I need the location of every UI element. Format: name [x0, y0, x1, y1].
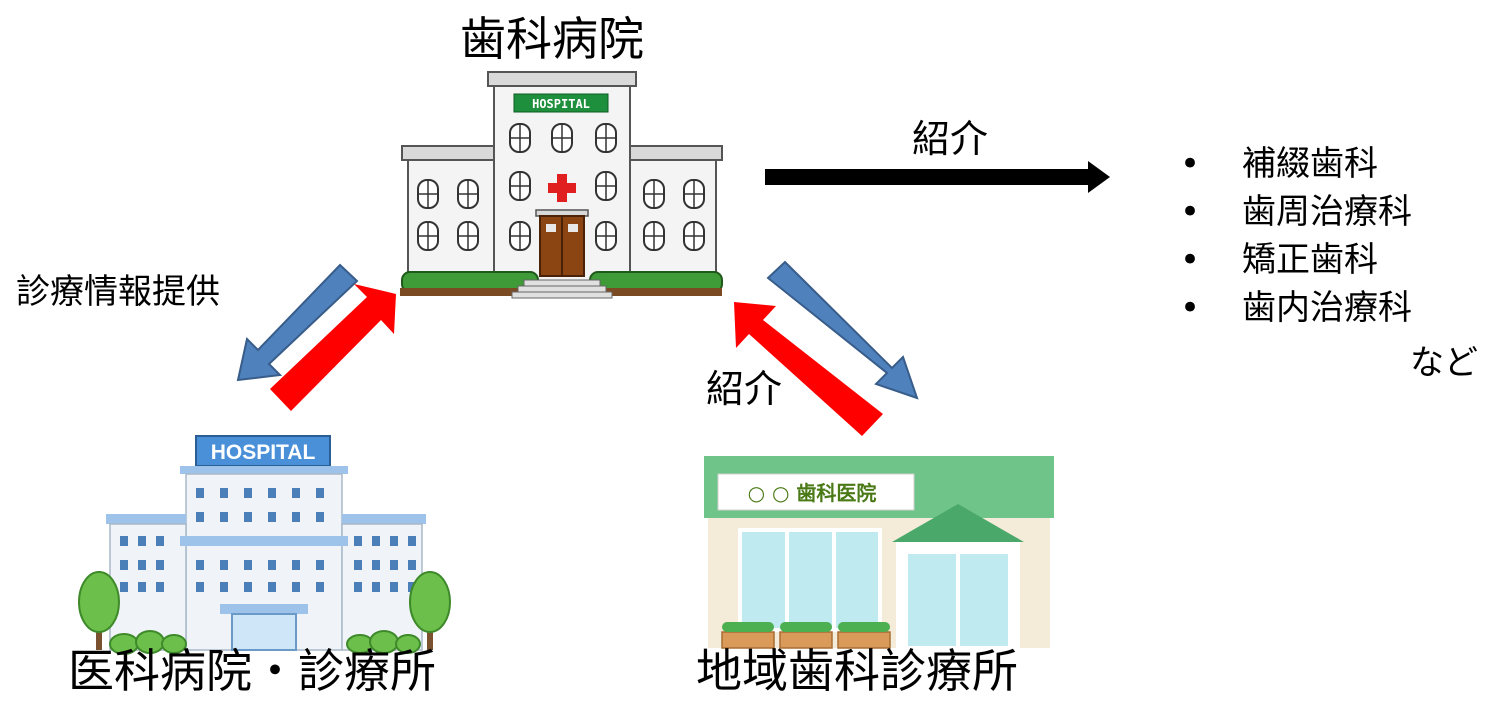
info-provision-arrow	[236, 263, 359, 382]
department-list: • 補綴歯科 • 歯周治療科 • 矯正歯科 • 歯内治療科	[1180, 140, 1412, 332]
referral-label-bottom: 紹介	[706, 367, 783, 411]
department-label: 矯正歯科	[1242, 240, 1378, 280]
dental-hospital-building: HOSPITAL	[400, 71, 723, 299]
dental-hospital-title: 歯科病院	[460, 12, 644, 66]
list-item: • 矯正歯科	[1180, 236, 1412, 284]
community-dental-title: 地域歯科診療所	[696, 644, 1018, 698]
departments-suffix: など	[1410, 343, 1478, 383]
medical-clinic-title: 医科病院・診療所	[68, 644, 436, 698]
bullet-icon: •	[1180, 192, 1201, 232]
department-label: 歯周治療科	[1242, 192, 1412, 232]
dental-clinic-building: ○ ○ 歯科医院	[704, 456, 1054, 650]
list-item: • 補綴歯科	[1180, 140, 1412, 188]
referral-arrow-from-clinic	[734, 302, 883, 436]
referral-arrow-to-clinic	[766, 260, 919, 400]
list-item: • 歯周治療科	[1180, 188, 1412, 236]
planter-box	[721, 622, 891, 649]
clinic-sign-text: ○ ○ 歯科医院	[748, 481, 877, 505]
hospital-sign-text-large: HOSPITAL	[211, 441, 316, 464]
department-label: 補綴歯科	[1242, 144, 1378, 184]
hospital-sign-text: HOSPITAL	[532, 97, 590, 111]
referral-arrow-from-medical	[270, 284, 396, 411]
info-provision-label: 診療情報提供	[16, 272, 220, 312]
referral-arrow-to-departments	[765, 161, 1110, 193]
department-label: 歯内治療科	[1242, 288, 1412, 328]
bullet-icon: •	[1180, 240, 1201, 280]
medical-hospital-building: HOSPITAL	[78, 435, 451, 655]
bush-icon	[109, 630, 421, 655]
tree-icon	[78, 571, 451, 650]
referral-label-right: 紹介	[912, 117, 989, 161]
list-item: • 歯内治療科	[1180, 284, 1412, 332]
red-cross-icon	[548, 174, 576, 202]
bullet-icon: •	[1180, 288, 1201, 328]
bullet-icon: •	[1180, 144, 1201, 184]
